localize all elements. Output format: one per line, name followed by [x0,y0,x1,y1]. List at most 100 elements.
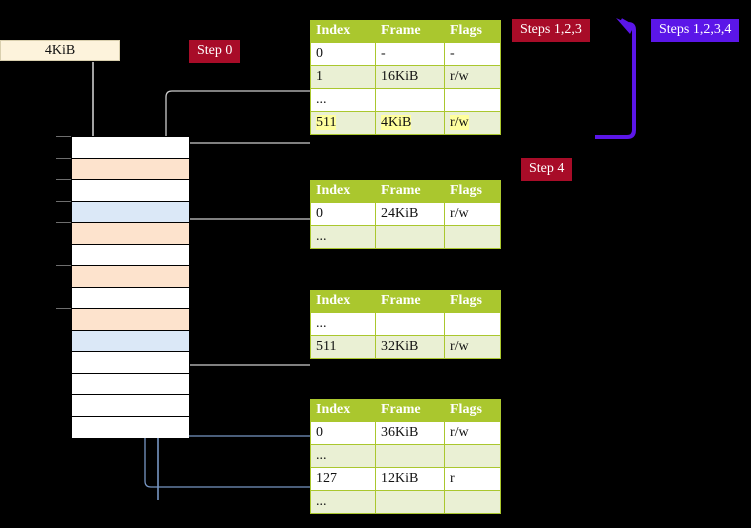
table-cell: 0 [310,202,376,226]
cell-text: r/w [450,114,469,130]
memory-frame-row [72,244,189,266]
memory-frame-row [72,158,189,180]
table-cell: r/w [444,65,501,89]
cell-text: 511 [316,114,337,130]
cell-text: 0 [316,45,323,61]
table-cell: 36KiB [375,421,445,445]
table-cell: 0 [310,42,376,66]
badge-step-4: Step 4 [521,158,573,181]
memory-tick [56,265,71,266]
cell-text: ... [316,315,327,331]
table-cell [444,88,501,112]
table-row: ... [310,444,501,468]
column-header-index: Index [310,180,376,203]
column-header-frame: Frame [375,290,445,313]
table-row: 0 -- [310,42,501,66]
memory-frame-row [72,373,189,395]
cell-text: 511 [316,338,337,354]
badge-steps-123: Steps 1,2,3 [512,19,590,42]
cell-text: - [450,45,455,61]
memory-frame-row [72,330,189,352]
cell-text: ... [316,228,327,244]
physical-memory-grid [71,136,190,438]
table-cell [444,444,501,468]
column-header-index: Index [310,290,376,313]
badge-step-0: Step 0 [189,40,241,63]
table-cell: 24KiB [375,202,445,226]
column-header-flags: Flags [444,20,501,43]
memory-tick [56,157,71,159]
table-cell: r/w [444,421,501,445]
table-cell: r [444,467,501,491]
cell-text: r/w [450,205,469,221]
table-cell: 0 [310,421,376,445]
table-row: ... [310,88,501,112]
table-row: 511 4KiB r/w [310,111,501,135]
table-cell [375,444,445,468]
table-cell: ... [310,225,376,249]
column-header-flags: Flags [444,180,501,203]
memory-tick [56,136,71,137]
table-row: ... [310,312,501,336]
connector-l1-row0-to-grid [171,218,310,252]
cell-text: ... [316,493,327,509]
arrow-steps-1234-loop [595,18,636,139]
memory-tick [56,222,71,223]
memory-tick [56,200,71,202]
table-cell: ... [310,312,376,336]
memory-frame-row [72,180,189,202]
cell-text: 12KiB [381,470,419,486]
table-cell: - [444,42,501,66]
table-row: 127 12KiB r [310,467,501,491]
column-header-index: Index [310,20,376,43]
cell-text: r/w [450,424,469,440]
table-cell [375,225,445,249]
memory-frame-row [72,352,189,374]
memory-frame-row [72,287,189,309]
memory-frame-row [72,266,189,288]
table-cell [375,88,445,112]
memory-frame-row [72,201,189,223]
table-cell [444,225,501,249]
memory-tick [56,308,71,309]
table-cell: - [375,42,445,66]
table-cell: r/w [444,202,501,226]
table-cell: ... [310,88,376,112]
table-cell: 12KiB [375,467,445,491]
table-row: ... [310,225,501,249]
table-cell: ... [310,444,376,468]
cell-text: ... [316,91,327,107]
arrow-steps-1234-head [616,18,634,34]
memory-frame-row [72,395,189,417]
column-header-frame: Frame [375,180,445,203]
table-cell: 16KiB [375,65,445,89]
table-cell: 511 [310,335,376,359]
table-cell: 32KiB [375,335,445,359]
cell-text: 127 [316,470,337,486]
table-row: 511 32KiB r/w [310,335,501,359]
memory-frame-row [72,309,189,331]
table-row: ... [310,490,501,514]
cell-text: r [450,470,455,486]
cell-text: r/w [450,338,469,354]
connector-l0-row1-to-grid [165,90,310,140]
cell-text: 32KiB [381,338,419,354]
memory-frame-row [72,223,189,245]
memory-frame-row [72,416,189,438]
table-cell: r/w [444,335,501,359]
cell-text: ... [316,447,327,463]
connector-l2-511-to-grid [170,314,310,366]
column-header-frame: Frame [375,20,445,43]
table-cell: 4KiB [375,111,445,135]
table-cell: 511 [310,111,376,135]
memory-frame-row [72,137,189,159]
column-header-flags: Flags [444,290,501,313]
memory-label-4kib: 4KiB [0,40,120,61]
memory-label-text: 4KiB [44,42,76,58]
cell-text: 4KiB [381,114,412,130]
